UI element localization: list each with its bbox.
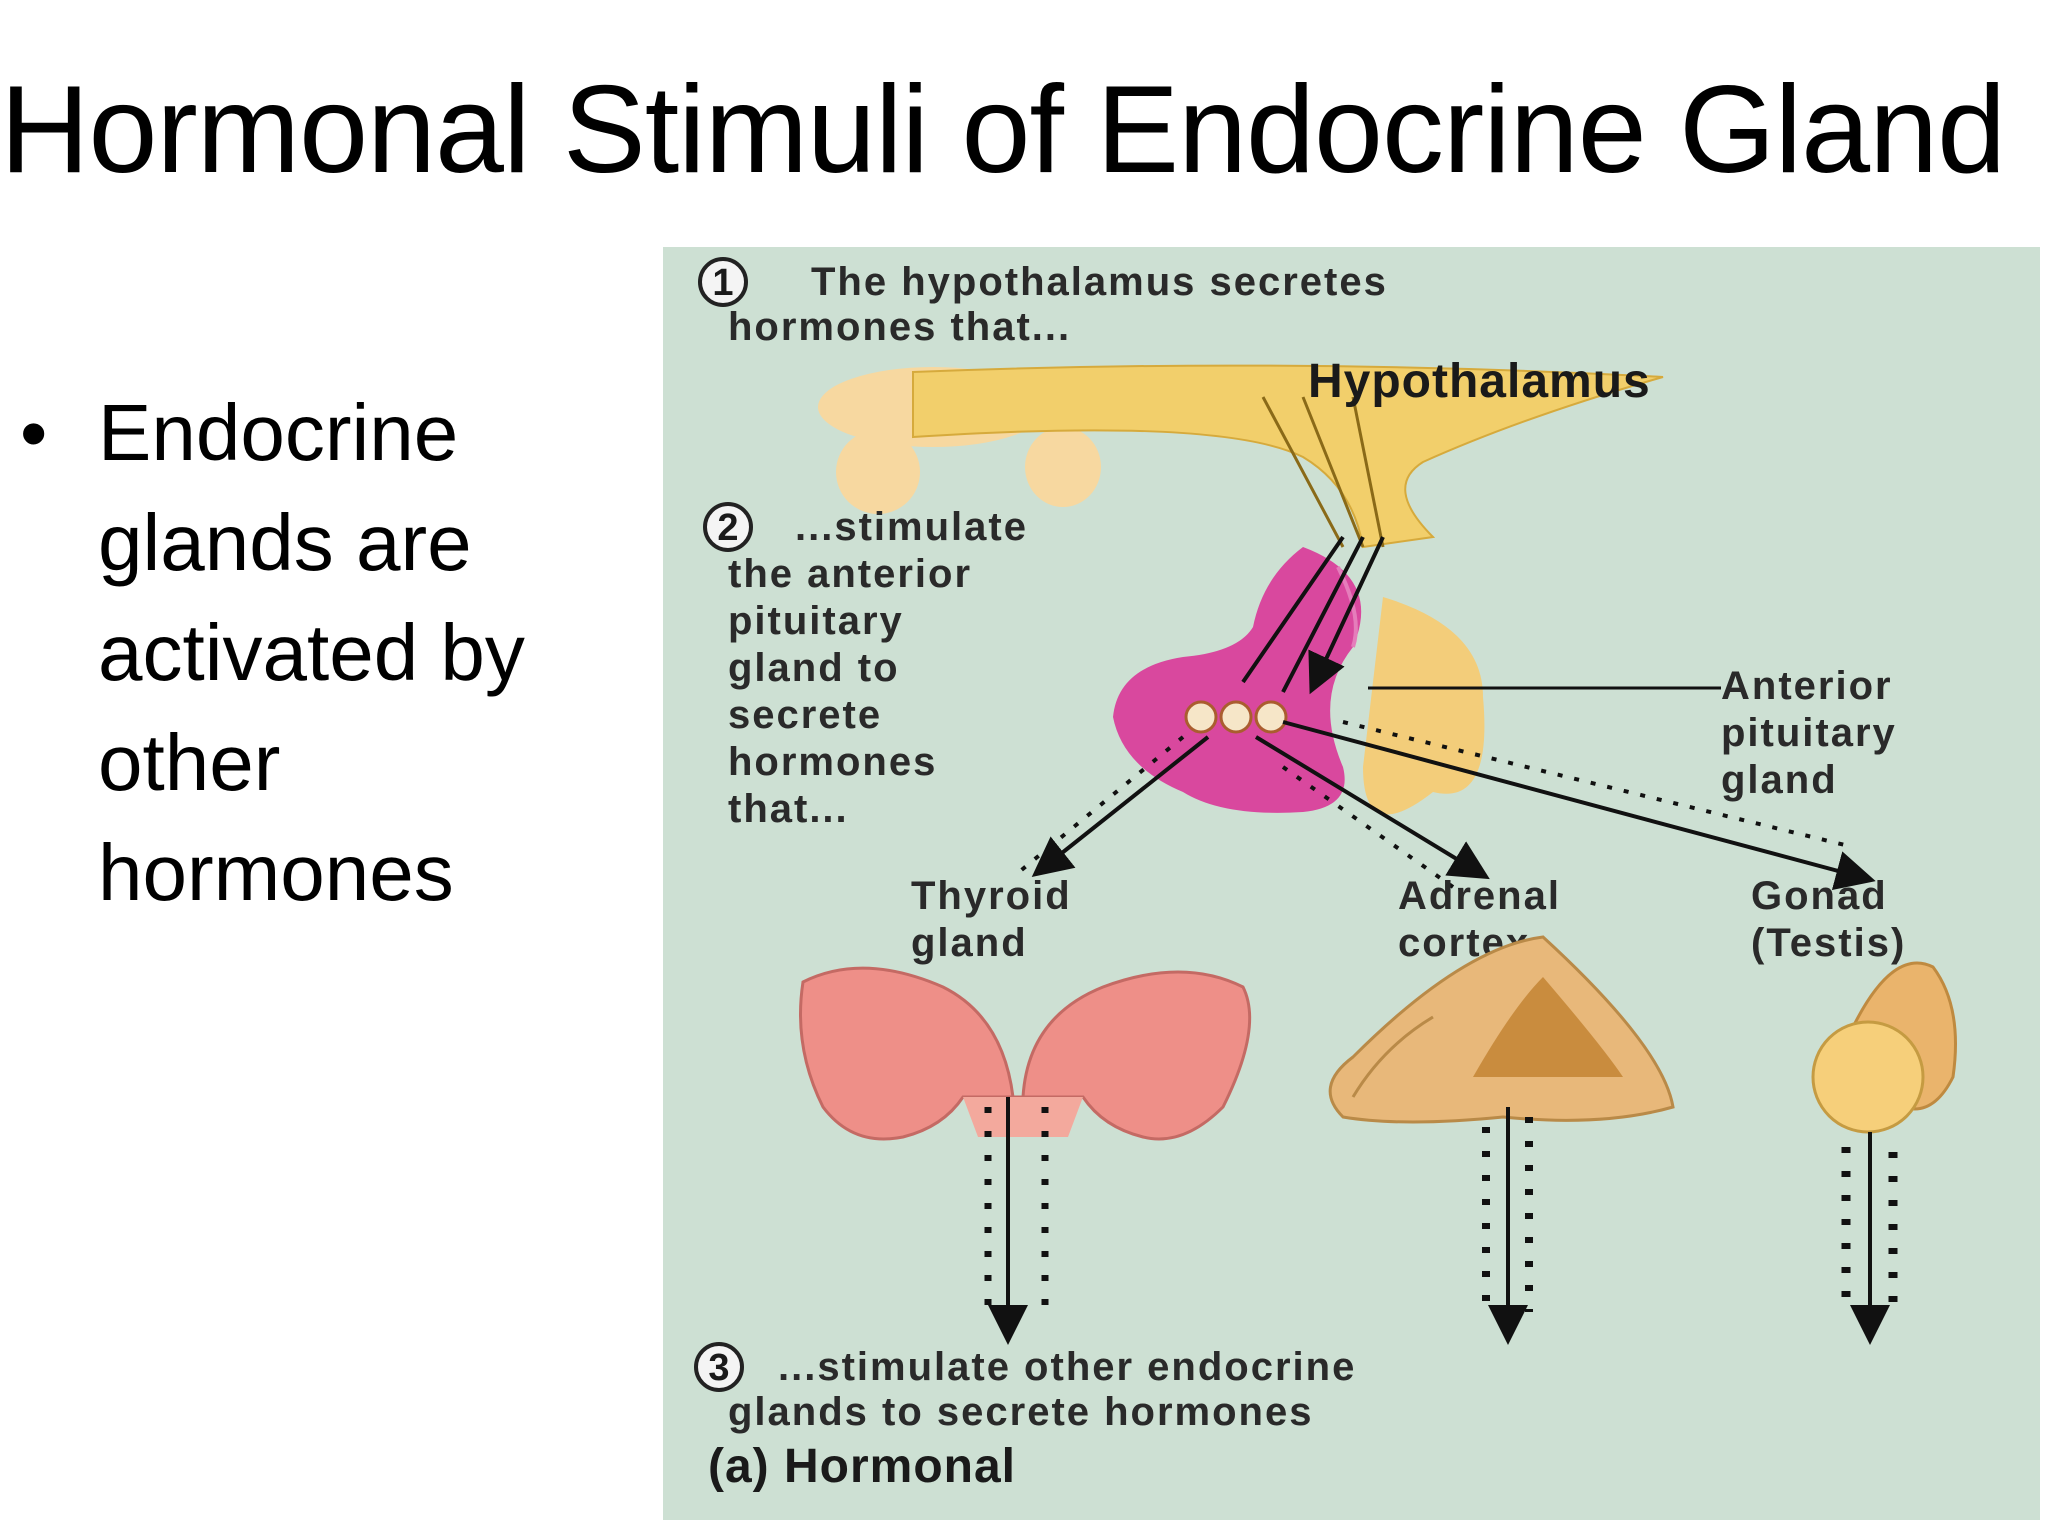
slide-title: Hormonal Stimuli of Endocrine Gland	[0, 61, 2006, 199]
gonad-label-line-1: Gonad	[1751, 874, 1888, 918]
step-1-badge	[698, 257, 748, 307]
bullet-symbol: •	[20, 389, 48, 477]
step-2-text-line-3: pituitary	[728, 599, 904, 643]
bullet-point: • Endocrine glands are activated by othe…	[20, 378, 610, 928]
pituitary-to-targets-arrows	[1011, 720, 1876, 891]
step-2-text-line-4: gland to	[728, 646, 900, 690]
adrenal-cortex-shape	[1328, 935, 1675, 1124]
step-3-text-line-1: ...stimulate other endocrine	[778, 1345, 1356, 1389]
step-2-badge	[703, 502, 753, 552]
step-2-text-line-5: secrete	[728, 693, 882, 737]
anterior-pituitary-label-line-1: Anterior	[1721, 664, 1893, 708]
hypothalamus-shape	[818, 364, 1664, 549]
anterior-pituitary-label-line-2: pituitary	[1721, 711, 1897, 755]
bullet-text: Endocrine glands are activated by other …	[98, 378, 610, 928]
bullet-line: Endocrine	[98, 388, 459, 477]
step-1-number: 1	[712, 262, 733, 304]
pituitary-shape	[1113, 547, 1485, 815]
step-1-text-line-2: hormones that...	[728, 305, 1071, 349]
thyroid-label-line-2: gland	[911, 921, 1028, 965]
figure-svg: 1 The hypothalamus secretes hormones tha…	[663, 247, 2040, 1520]
adrenal-label-line-1: Adrenal	[1398, 874, 1561, 918]
thyroid-gland-shape	[799, 966, 1252, 1141]
step-2-text-line-6: hormones	[728, 740, 937, 784]
gonad-shape	[1811, 961, 1957, 1134]
hypothalamus-label: Hypothalamus	[1308, 355, 1651, 408]
hormonal-stimuli-figure: 1 The hypothalamus secretes hormones tha…	[663, 247, 2040, 1520]
figure-caption: (a) Hormonal	[708, 1440, 1016, 1493]
thyroid-label-line-1: Thyroid	[911, 874, 1072, 918]
gonad-label-line-2: (Testis)	[1751, 921, 1906, 965]
step-2-text-line-1: ...stimulate	[795, 505, 1028, 549]
bullet-line: activated by	[98, 608, 525, 697]
step-2-number: 2	[717, 507, 738, 549]
step-3-text-line-2: glands to secrete hormones	[728, 1390, 1313, 1434]
hypothalamus-to-pituitary-arrows	[1241, 535, 1385, 692]
step-2-text-line-2: the anterior	[728, 552, 972, 596]
bullet-line: hormones	[98, 828, 454, 917]
target-output-arrows	[984, 1097, 1898, 1345]
bullet-line: other	[98, 718, 281, 807]
bullet-line: glands are	[98, 498, 472, 587]
anterior-pituitary-label-line-3: gland	[1721, 758, 1838, 802]
step-3-number: 3	[708, 1347, 729, 1389]
step-1-text-line-1: The hypothalamus secretes	[811, 260, 1388, 304]
step-3-badge	[694, 1342, 744, 1392]
step-2-text-line-7: that...	[728, 787, 849, 831]
